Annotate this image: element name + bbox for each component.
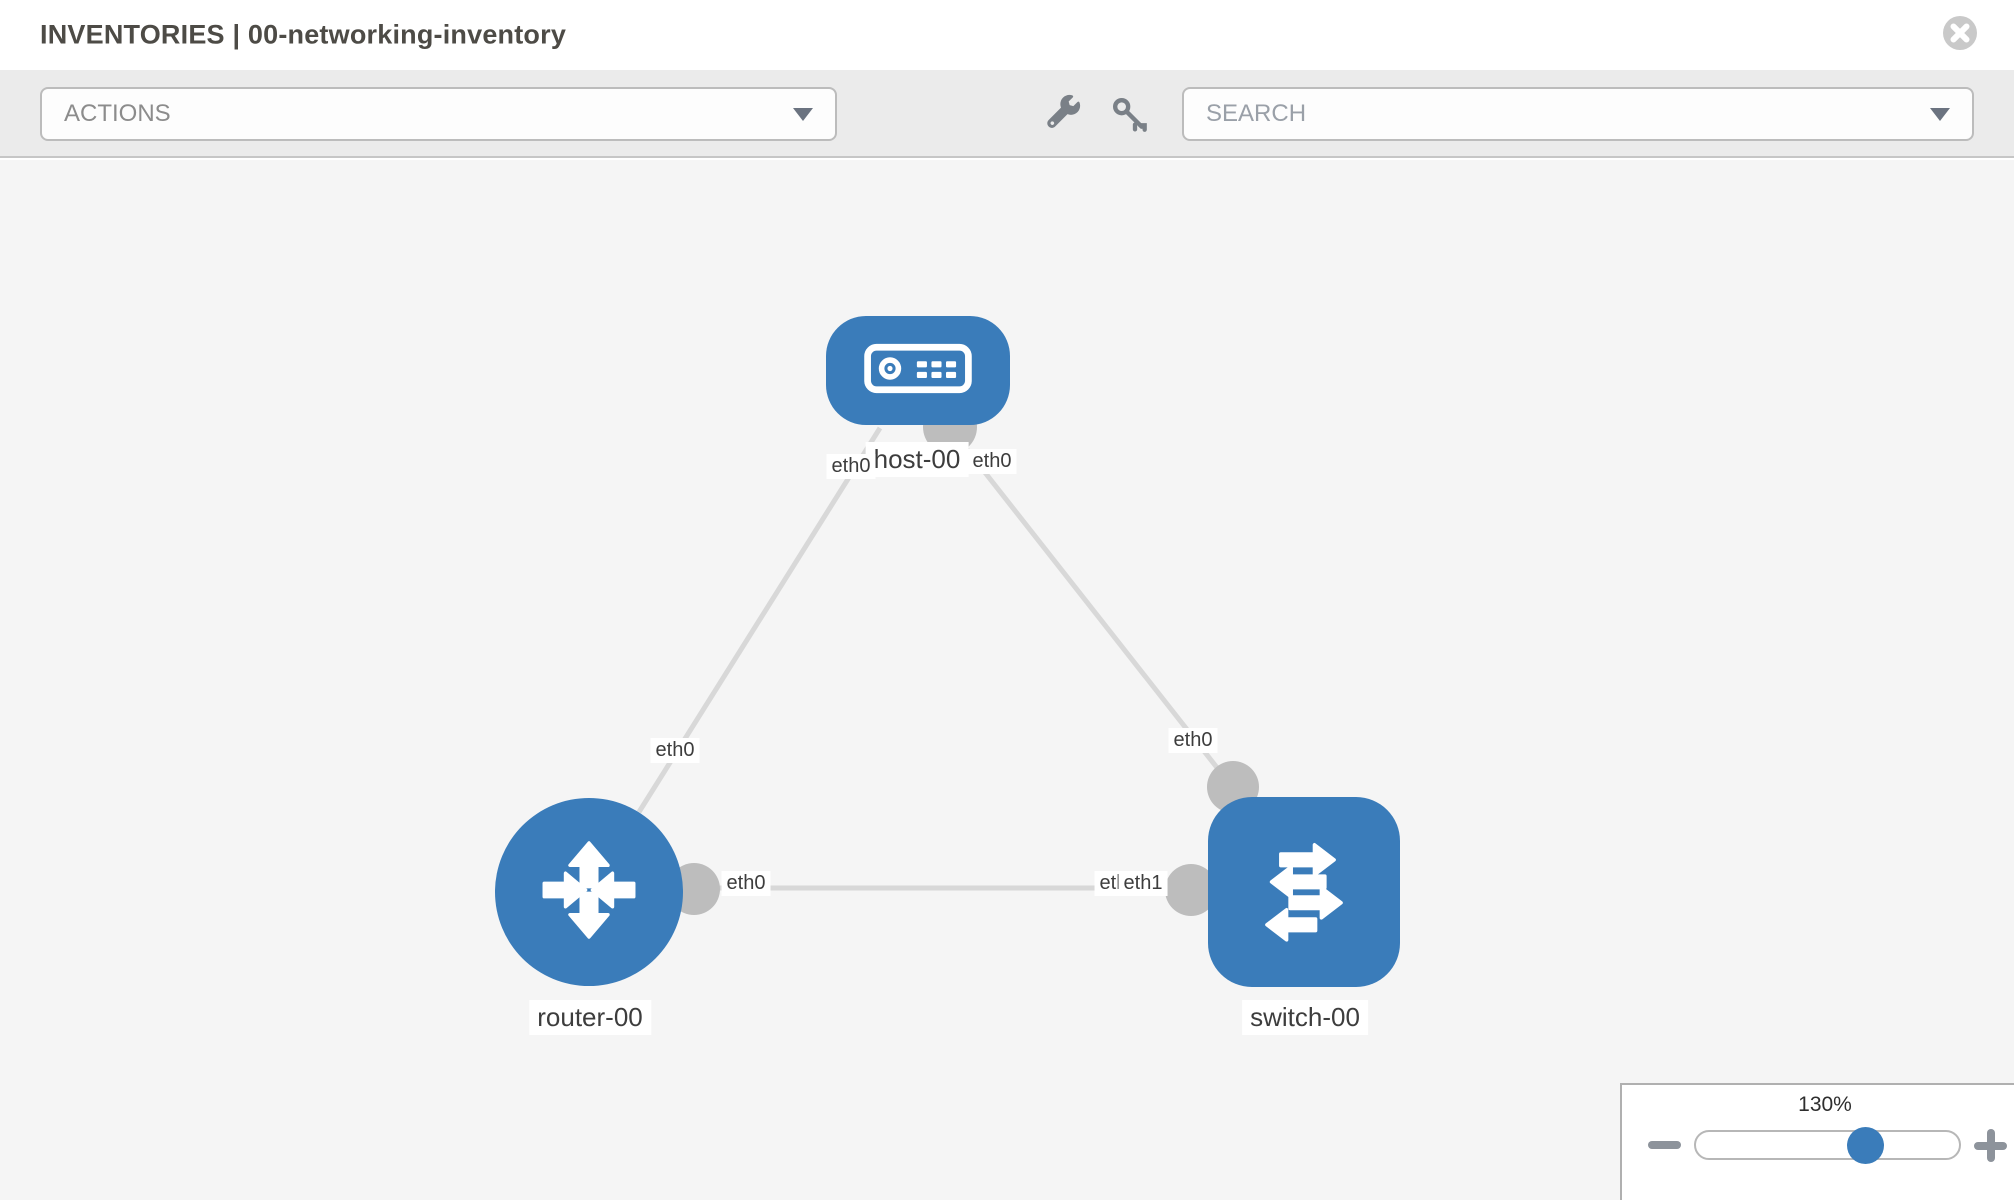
header: INVENTORIES | 00-networking-inventory (0, 0, 2014, 70)
if-label-switch-side-link2: eth0 (1168, 728, 1218, 753)
host-icon (862, 337, 974, 405)
node-label-router: router-00 (529, 1000, 651, 1035)
router-icon (533, 834, 645, 951)
chevron-down-icon (793, 107, 813, 121)
if-label-router-to-switch: eth0 (721, 871, 771, 896)
port-circle-switch-mid (1165, 864, 1217, 916)
search-input[interactable] (1206, 100, 1930, 128)
if-label-router-side-link1: eth0 (650, 738, 700, 763)
if-label-switch-to-router: eth1 (1118, 871, 1168, 896)
key-icon[interactable] (1108, 94, 1150, 139)
if-label-host-to-router: eth0 (826, 454, 876, 479)
node-switch-00[interactable] (1208, 797, 1400, 987)
zoom-slider-knob[interactable] (1847, 1127, 1884, 1164)
node-router-00[interactable] (495, 798, 683, 986)
node-host-00[interactable] (826, 316, 1010, 425)
actions-dropdown-label: ACTIONS (64, 100, 171, 127)
toolbar: ACTIONS (0, 70, 2014, 158)
zoom-slider-track[interactable] (1694, 1130, 1961, 1160)
switch-icon (1246, 832, 1362, 953)
zoom-value: 130% (1798, 1093, 1852, 1116)
topology-links-layer (636, 400, 1259, 916)
wrench-icon[interactable] (1043, 94, 1083, 139)
node-label-host: host-00 (865, 442, 969, 477)
zoom-in-icon[interactable] (1974, 1129, 2007, 1162)
chevron-down-icon (1930, 107, 1950, 121)
if-label-host-to-switch: eth0 (967, 449, 1017, 474)
zoom-out-icon[interactable] (1648, 1141, 1681, 1149)
page-title: INVENTORIES | 00-networking-inventory (40, 19, 567, 50)
node-label-switch: switch-00 (1242, 1000, 1368, 1035)
search-box[interactable] (1182, 87, 1974, 141)
plus-bar-vertical (1987, 1129, 1995, 1162)
close-icon (1942, 16, 1978, 54)
zoom-panel: 130% (1620, 1083, 2014, 1200)
close-button[interactable] (1942, 15, 1978, 51)
topology-canvas[interactable]: host-00 router-00 switch-00 eth0 eth0 et… (0, 160, 2014, 1200)
actions-dropdown[interactable]: ACTIONS (40, 87, 837, 141)
